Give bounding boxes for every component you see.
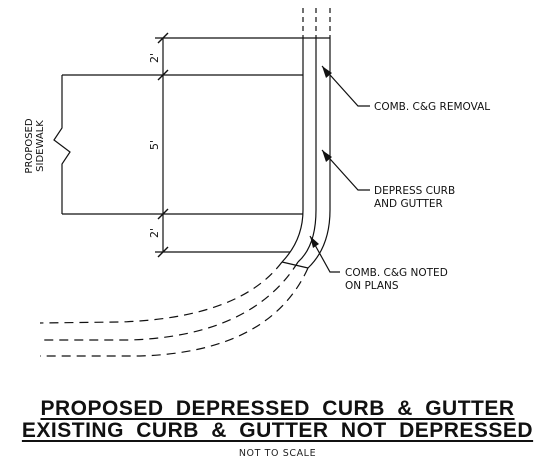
callout-depress-line1: DEPRESS CURB	[374, 185, 455, 197]
dim-label-middle: 5'	[148, 140, 161, 150]
arrow-removal	[322, 66, 332, 78]
leader-depress	[321, 149, 370, 191]
sidewalk-label-line1: PROPOSED	[24, 118, 35, 173]
dim-label-bottom: 2'	[148, 228, 161, 238]
leader-removal	[321, 65, 370, 107]
arrow-noted	[310, 236, 319, 248]
callout-noted-line2: ON PLANS	[345, 280, 399, 292]
callout-depress-line2: AND GUTTER	[374, 198, 443, 210]
curb-face-dashed-curve	[40, 261, 299, 341]
curb-bottom-cap	[281, 261, 309, 269]
gutter-curve	[307, 209, 331, 269]
sidewalk-label-line2: SIDEWALK	[35, 120, 46, 172]
callout-noted-line1: COMB. C&G NOTED	[345, 267, 448, 279]
title-line-1: PROPOSED DEPRESSED CURB & GUTTER	[40, 397, 515, 420]
curb-back-curve	[281, 209, 304, 263]
sidewalk-break-symbol	[53, 75, 71, 214]
dim-tick-3	[157, 208, 169, 220]
title-line-2: EXISTING CURB & GUTTER NOT DEPRESSED	[21, 419, 534, 442]
arrow-depress	[322, 150, 332, 162]
curb-face-curve	[297, 209, 317, 263]
curb-back-dashed-curve	[39, 261, 283, 324]
dim-label-top: 2'	[148, 53, 161, 63]
gutter-dashed-curve	[40, 267, 309, 357]
dim-tick-1	[157, 32, 169, 44]
dim-tick-2	[157, 69, 169, 81]
dim-tick-4	[157, 246, 169, 258]
callout-removal: COMB. C&G REMOVAL	[374, 101, 490, 113]
leader-noted	[309, 235, 340, 273]
scale-note: NOT TO SCALE	[238, 448, 317, 459]
